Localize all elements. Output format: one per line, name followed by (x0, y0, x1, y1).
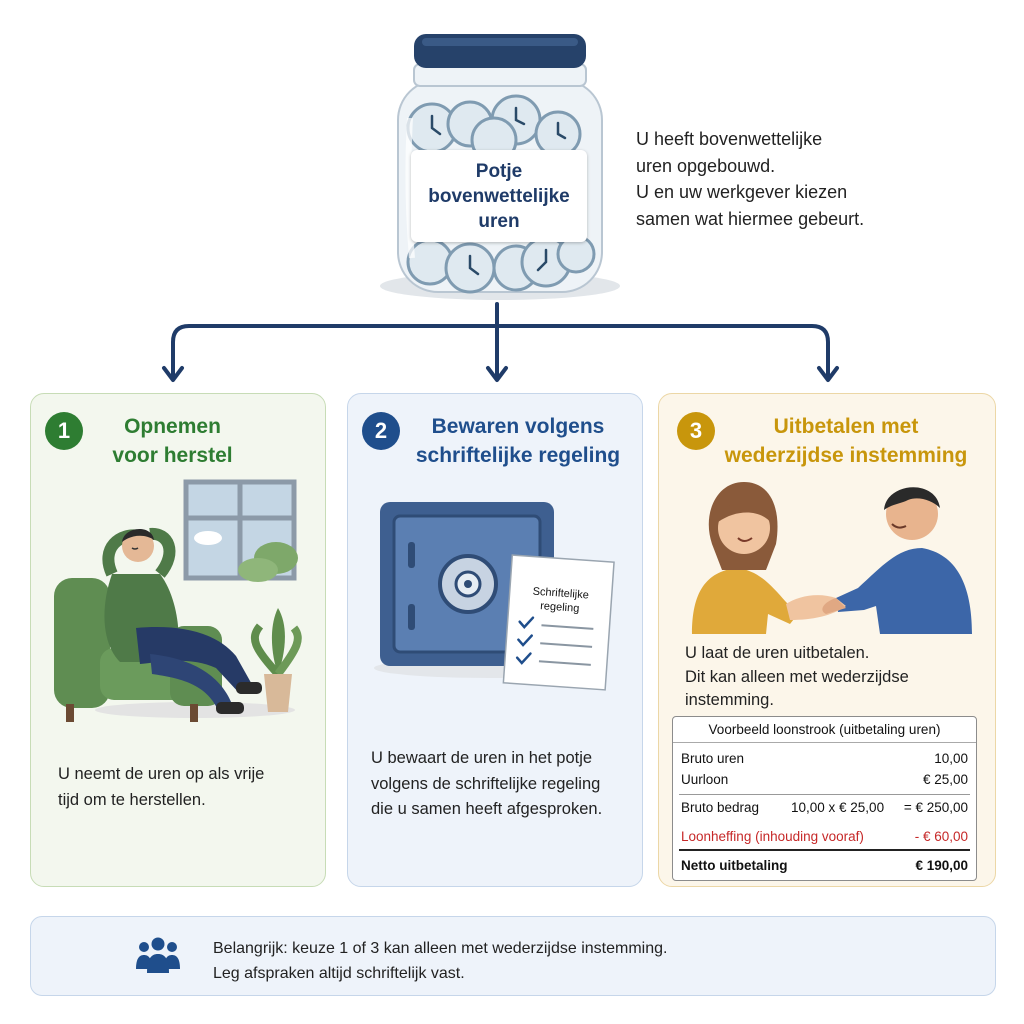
payslip-row-value: € 25,00 (922, 772, 968, 787)
payslip-row-calc: 10,00 x € 25,00 (791, 800, 885, 815)
intro-line: samen wat hiermee gebeurt. (636, 208, 865, 229)
intro-text: U heeft bovenwettelijke uren opgebouwd. … (636, 126, 936, 232)
option-description-line: Dit kan alleen met wederzijdse (685, 667, 909, 686)
relaxing-man-illustration (54, 479, 302, 722)
jar-label: Potje bovenwettelijke uren (411, 150, 587, 242)
option-description: U laat de uren uitbetalen. Dit kan allee… (685, 642, 909, 713)
option-description-line: tijd om te herstellen. (58, 790, 206, 809)
option-title: Opnemen voor herstel (95, 412, 250, 470)
payslip-row: Bruto uren 10,00 (681, 749, 968, 769)
intro-line: uren opgebouwd. (636, 155, 776, 176)
payslip-row-label: Netto uitbetaling (681, 858, 788, 873)
payslip-divider (679, 794, 970, 795)
option-description-line: instemming. (685, 691, 774, 709)
payslip-row: Bruto bedrag 10,00 x € 25,00 = € 250,00 (681, 798, 968, 818)
jar-label-line: uren (478, 210, 520, 232)
arrow-head-middle (486, 366, 508, 382)
important-note-box: Belangrijk: keuze 1 of 3 kan alleen met … (30, 916, 996, 996)
payslip-row-value: = € 250,00 (903, 800, 968, 815)
option-title-line: voor herstel (112, 444, 233, 467)
important-note-line: Belangrijk: keuze 1 of 3 kan alleen met … (213, 940, 668, 957)
option-description-line: volgens de schriftelijke regeling (371, 774, 601, 793)
payslip-title: Voorbeeld loonstrook (uitbetaling uren) (673, 717, 976, 743)
option-description: U neemt de uren op als vrije tijd om te … (58, 762, 264, 813)
payslip-row-label: Bruto uren (681, 751, 745, 766)
document-label: regeling (540, 600, 580, 615)
option-description-line: die u samen heeft afgesproken. (371, 800, 603, 818)
intro-line: U heeft bovenwettelijke (636, 129, 823, 149)
safe-illustration: Schriftelijke regeling (374, 502, 615, 691)
option-title-line: wederzijdse instemming (724, 444, 968, 467)
option-description-line: U bewaart de uren in het potje (371, 749, 593, 767)
payslip-row-label: Uurloon (681, 772, 729, 787)
option-title-line: Opnemen (124, 415, 221, 438)
intro-line: U en uw werkgever kiezen (636, 182, 848, 202)
option-number-badge: 1 (45, 412, 83, 450)
payslip-row-label: Loonheffing (inhouding vooraf) (681, 829, 864, 844)
option-description-line: U neemt de uren op als vrije (58, 765, 265, 783)
option-number-badge: 2 (362, 412, 400, 450)
payslip-row: Netto uitbetaling € 190,00 (681, 856, 968, 876)
option-description-line: U laat de uren uitbetalen. (685, 644, 870, 662)
jar-label-line: bovenwettelijke (428, 185, 570, 207)
option-description: U bewaart de uren in het potje volgens d… (371, 746, 602, 823)
jar-label-line: Potje (475, 160, 523, 182)
payslip-divider (679, 849, 970, 851)
important-note-line: Leg afspraken altijd schriftelijk vast. (213, 964, 465, 982)
people-icon (136, 937, 180, 973)
arrow-head-right (817, 366, 839, 382)
option-title-line: Bewaren volgens (431, 415, 605, 438)
option-title: Uitbetalen met wederzijdse instemming (724, 412, 968, 470)
payslip-row: Uurloon € 25,00 (681, 770, 968, 790)
option-title: Bewaren volgens schriftelijke regeling (410, 412, 626, 470)
document-label: Schriftelijke (532, 586, 589, 602)
option-title-line: schriftelijke regeling (415, 444, 621, 467)
payslip-row: Loonheffing (inhouding vooraf) - € 60,00 (681, 827, 968, 847)
branch-connector (162, 302, 839, 382)
payslip-example: Voorbeeld loonstrook (uitbetaling uren) … (672, 716, 977, 881)
handshake-illustration (692, 482, 972, 634)
payslip-row-value: € 190,00 (915, 858, 968, 873)
option-title-line: Uitbetalen met (773, 415, 919, 438)
payslip-row-value: 10,00 (934, 751, 968, 766)
option-number-badge: 3 (677, 412, 715, 450)
payslip-row-label: Bruto bedrag (681, 800, 760, 815)
payslip-row-value: - € 60,00 (914, 829, 968, 844)
important-note-text: Belangrijk: keuze 1 of 3 kan alleen met … (213, 937, 667, 986)
arrow-head-left (162, 366, 184, 382)
